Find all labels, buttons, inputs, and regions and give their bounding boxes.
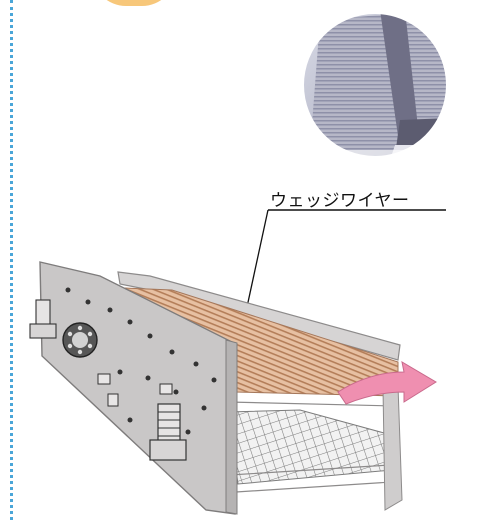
flow-arrow-icon [337,361,437,405]
spring-mount-left [29,299,57,339]
wedge-wire-detail-icon [302,12,448,158]
drive-unit [62,322,98,358]
callout-label: ウェッジワイヤー [270,191,410,211]
mesh-deck [227,409,396,485]
orange-header-tab [92,0,176,6]
vibrating-screen-machine [29,261,403,515]
spring-mount [149,403,187,461]
dotted-guide-line [10,0,13,520]
